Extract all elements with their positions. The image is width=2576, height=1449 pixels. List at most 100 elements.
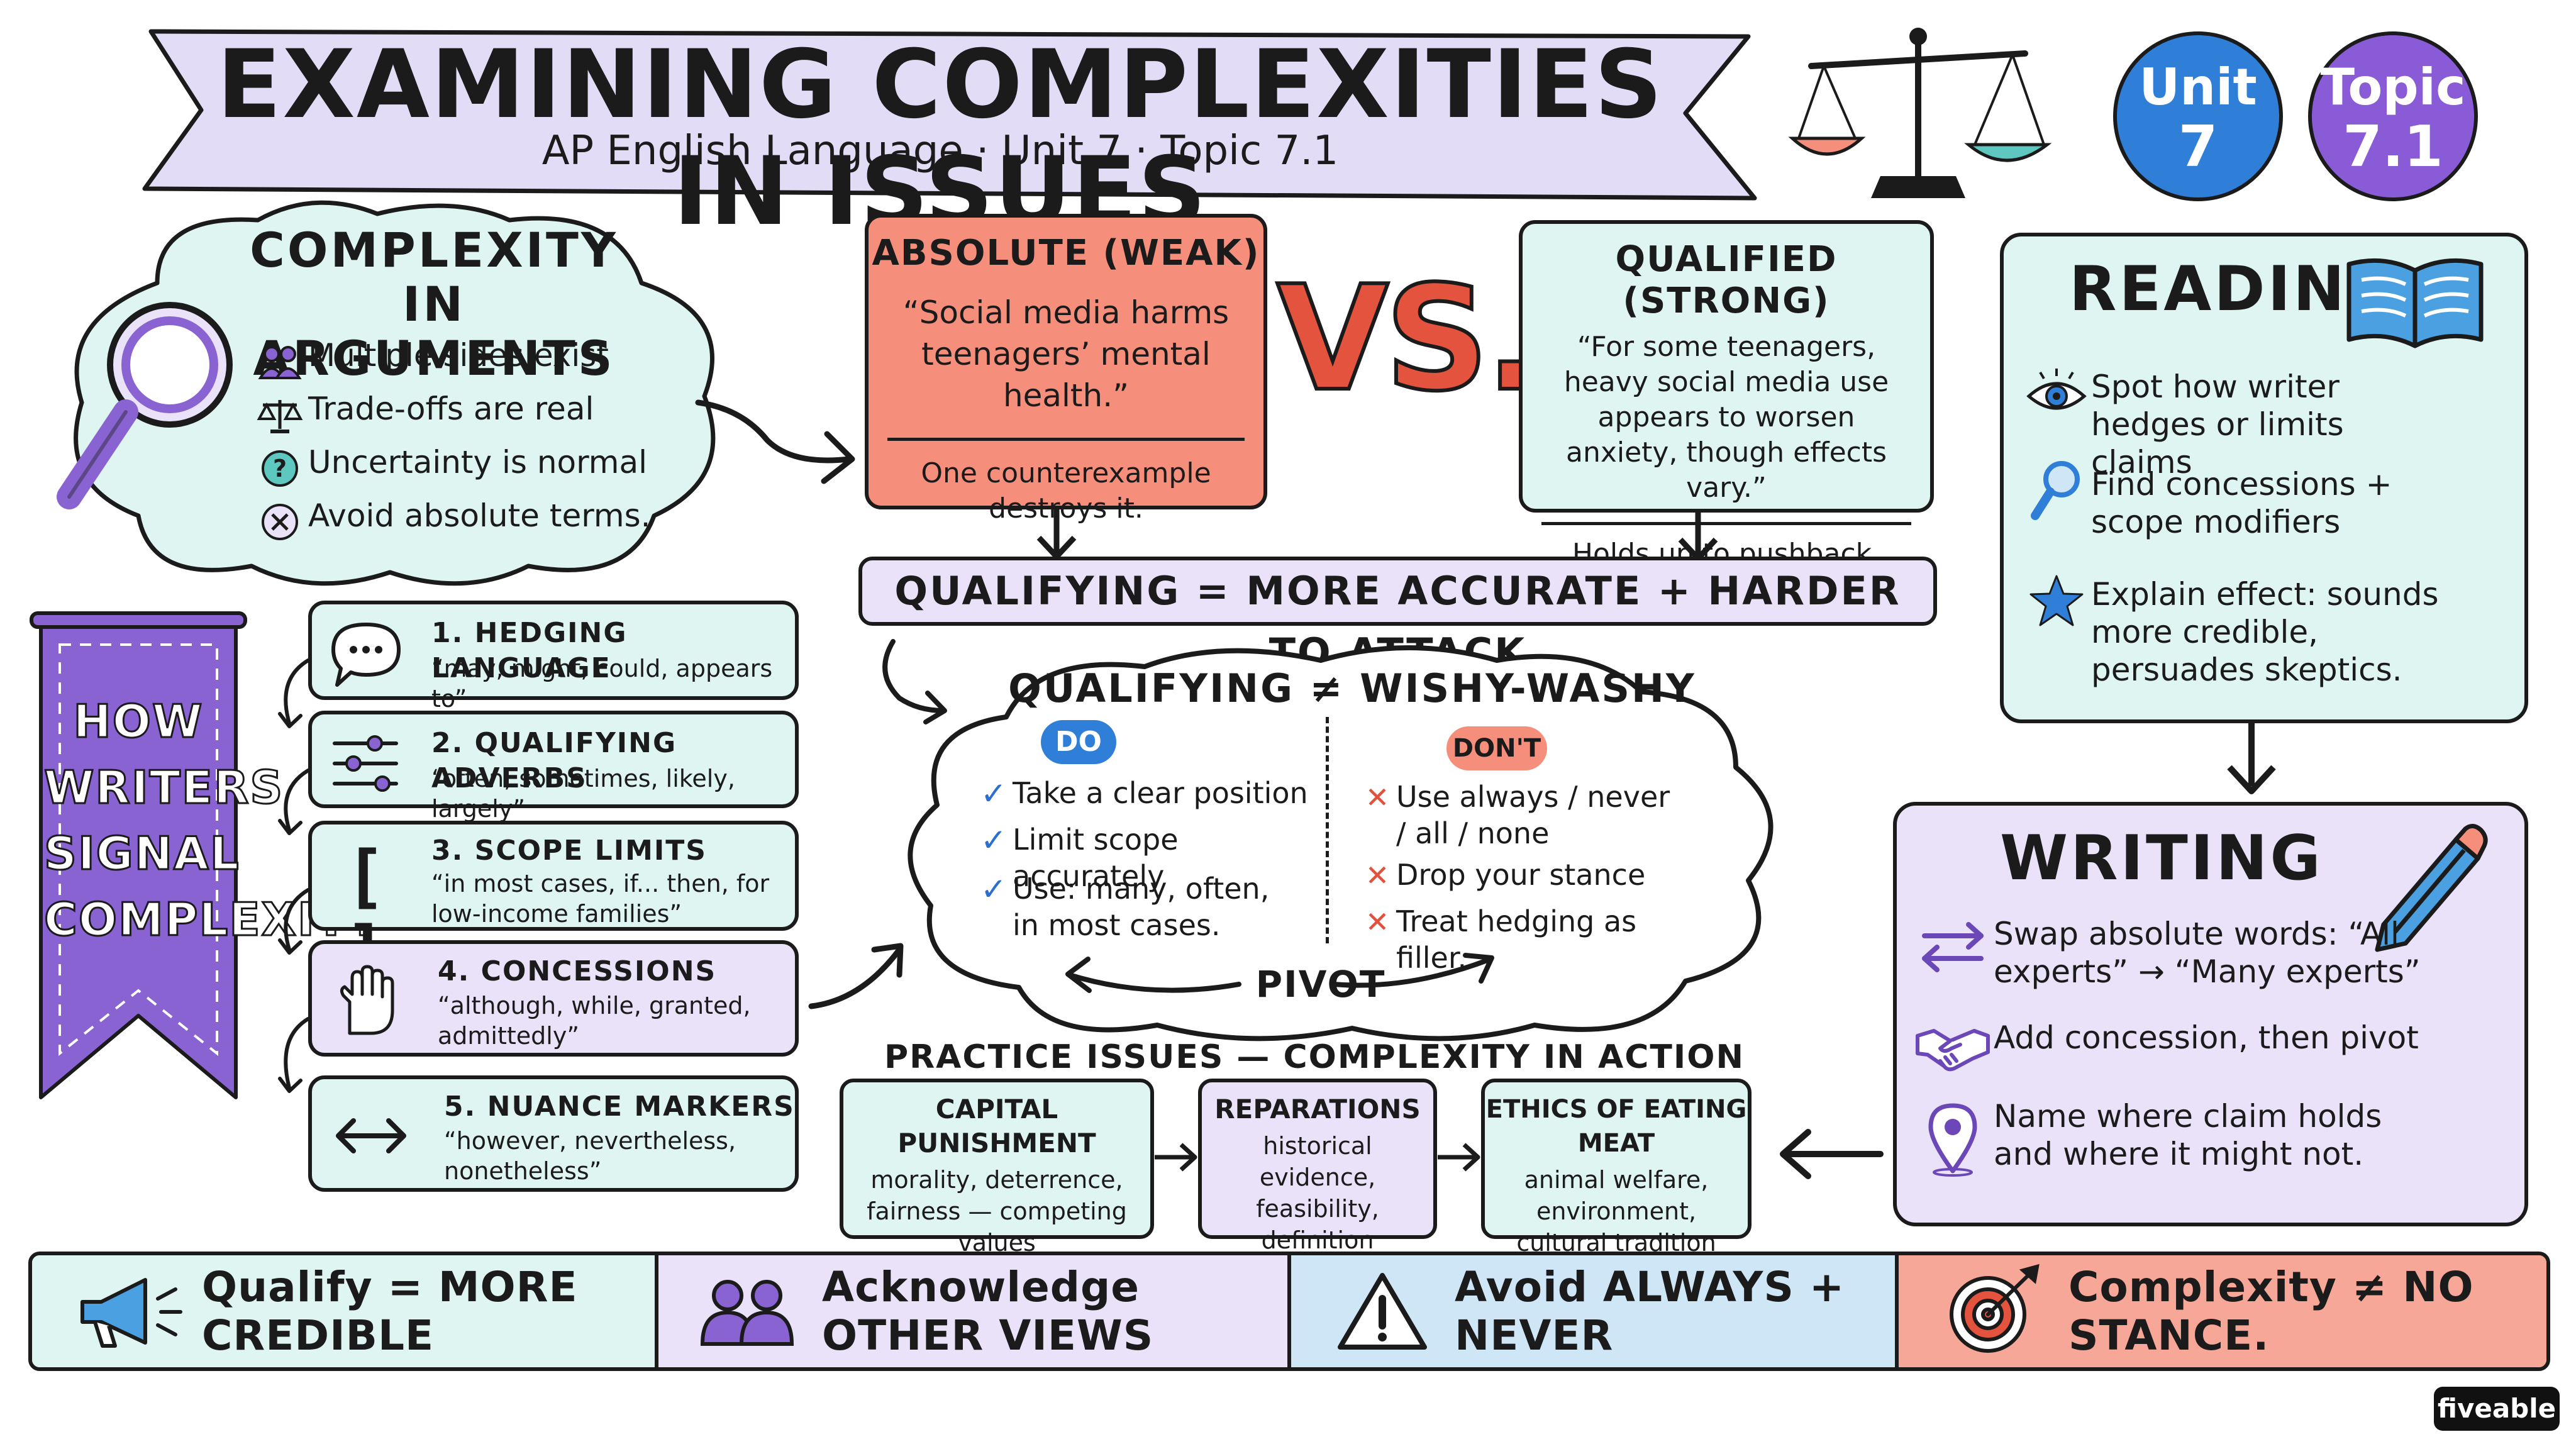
balance-scale-icon bbox=[1788, 28, 2052, 198]
complexity-item: Avoid absolute terms. bbox=[252, 497, 692, 547]
signal-card: 5. NUANCE MARKERS “however, nevertheless… bbox=[308, 1075, 799, 1192]
do-pill: DO bbox=[1041, 720, 1116, 764]
unit-badge-value: 7 bbox=[2178, 114, 2218, 180]
absolute-divider bbox=[887, 438, 1245, 441]
megaphone-icon bbox=[70, 1270, 183, 1352]
practice-card-title: REPARATIONS bbox=[1214, 1094, 1421, 1124]
signal-examples: “although, while, granted, admittedly” bbox=[438, 992, 751, 1050]
signal-title: 4. CONCESSIONS bbox=[438, 955, 717, 987]
signal-title: 5. NUANCE MARKERS bbox=[444, 1091, 795, 1123]
signal-card: 1. HEDGING LANGUAGE “may, might, could, … bbox=[308, 601, 799, 713]
question-icon: ? bbox=[252, 443, 308, 494]
star-icon bbox=[2022, 575, 2091, 626]
reading-item: Explain effect: sounds more credible, pe… bbox=[2022, 575, 2512, 689]
complexity-item-text: Trade-offs are real bbox=[308, 391, 594, 427]
signals-connector-arrows bbox=[278, 658, 310, 1093]
dont-item-text: Drop your stance bbox=[1396, 858, 1646, 892]
complexity-item-text: Multiple sides exist bbox=[308, 337, 609, 374]
footer-strip: Qualify = MORE CREDIBLE Acknowledge OTHE… bbox=[28, 1252, 2550, 1371]
practice-card-text: morality, deterrence, fairness — competi… bbox=[867, 1166, 1127, 1257]
arrow-equation-to-cloud bbox=[882, 639, 947, 724]
signal-examples: “often, sometimes, likely, largely” bbox=[431, 765, 735, 823]
do-item-text: Limit scope accurately bbox=[1013, 823, 1179, 893]
signal-title: 2. QUALIFYING ADVERBS bbox=[431, 727, 677, 794]
signal-card: 2. QUALIFYING ADVERBS “often, sometimes,… bbox=[308, 711, 799, 823]
check-icon: ✓ bbox=[980, 822, 1007, 858]
complexity-cloud-shape bbox=[74, 200, 716, 586]
arrow-practice-2 bbox=[1438, 1143, 1480, 1172]
footer-cell: Avoid ALWAYS + NEVER bbox=[1291, 1255, 1899, 1367]
writing-item: Name where claim holds and where it migh… bbox=[1912, 1097, 2516, 1179]
x-mark-icon: ✕ bbox=[1365, 905, 1390, 939]
do-item-text: Take a clear position bbox=[1013, 776, 1308, 810]
location-pin-icon bbox=[1912, 1097, 1994, 1179]
topic-badge: Topic 7.1 bbox=[2308, 31, 2478, 201]
signals-banner-text: HOW WRITERS SIGNAL COMPLEXITY bbox=[43, 694, 382, 947]
check-icon: ✓ bbox=[980, 871, 1007, 908]
arrow-concessions-to-cloud bbox=[808, 943, 904, 1009]
signal-card: 4. CONCESSIONS “although, while, granted… bbox=[308, 940, 799, 1057]
footer-cell: Acknowledge OTHER VIEWS bbox=[658, 1255, 1291, 1367]
page-subtitle: AP English Language · Unit 7 · Topic 7.1 bbox=[541, 128, 1339, 174]
open-book-icon bbox=[2346, 258, 2484, 348]
people-icon bbox=[252, 336, 308, 387]
magnifier-icon bbox=[57, 302, 233, 509]
qualified-title: QUALIFIED (STRONG) bbox=[1615, 239, 1838, 321]
writing-item: Swap absolute words: “All experts” → “Ma… bbox=[1912, 915, 2516, 991]
signal-examples: “however, nevertheless, nonetheless” bbox=[444, 1127, 736, 1185]
hand-icon bbox=[331, 964, 400, 1040]
eye-icon bbox=[2022, 368, 2091, 418]
practice-card: CAPITAL PUNISHMENT morality, deterrence,… bbox=[840, 1079, 1154, 1257]
absolute-quote: “Social media harms teenagers’ mental he… bbox=[902, 294, 1230, 414]
x-mark-icon: ✕ bbox=[1365, 858, 1390, 892]
signal-title: 1. HEDGING LANGUAGE bbox=[431, 617, 628, 684]
practice-title: PRACTICE ISSUES — COMPLEXITY IN ACTION bbox=[884, 1038, 1745, 1076]
double-arrow-icon bbox=[333, 1111, 409, 1161]
writing-item-text: Add concession, then pivot bbox=[1994, 1019, 2419, 1056]
reading-item: Find concessions + scope modifiers bbox=[2022, 461, 2512, 541]
qualified-quote: “For some teenagers, heavy social media … bbox=[1563, 331, 1889, 504]
reading-item-text: Explain effect: sounds more credible, pe… bbox=[2091, 576, 2439, 688]
dont-item: ✕ Use always / never / all / none bbox=[1358, 779, 1711, 852]
writing-card bbox=[1893, 802, 2528, 1226]
x-mark-icon: ✕ bbox=[1365, 780, 1390, 814]
scale-icon bbox=[252, 390, 308, 440]
complexity-item: Trade-offs are real bbox=[252, 390, 692, 440]
footer-text: Avoid ALWAYS + NEVER bbox=[1455, 1263, 1845, 1360]
footer-text: Acknowledge OTHER VIEWS bbox=[822, 1263, 1154, 1360]
signal-examples: “may, might, could, appears to” bbox=[431, 655, 773, 713]
arrow-down-left bbox=[1036, 509, 1077, 560]
complexity-item: Multiple sides exist bbox=[252, 336, 692, 387]
topic-badge-value: 7.1 bbox=[2343, 114, 2443, 180]
arrow-to-absolute bbox=[695, 399, 855, 484]
writing-item: Add concession, then pivot bbox=[1912, 1019, 2516, 1075]
unit-badge-label: Unit bbox=[2139, 58, 2257, 116]
reading-item-text: Find concessions + scope modifiers bbox=[2091, 466, 2392, 540]
practice-card: ETHICS OF EATING MEAT animal welfare, en… bbox=[1481, 1079, 1752, 1257]
practice-card-text: animal welfare, environment, cultural tr… bbox=[1516, 1166, 1716, 1257]
signal-title: 3. SCOPE LIMITS bbox=[431, 835, 707, 867]
footer-cell: Qualify = MORE CREDIBLE bbox=[32, 1255, 658, 1367]
writing-item-text: Swap absolute words: “All experts” → “Ma… bbox=[1994, 916, 2421, 990]
swap-icon bbox=[1912, 915, 1994, 978]
reading-item: Spot how writer hedges or limits claims bbox=[2022, 368, 2512, 481]
dont-pill: DON'T bbox=[1446, 726, 1547, 770]
footer-text: Complexity ≠ NO STANCE. bbox=[2068, 1263, 2474, 1360]
arrow-writing-to-practice bbox=[1780, 1129, 1884, 1179]
magnifier-icon bbox=[2022, 461, 2091, 520]
complexity-item-text: Avoid absolute terms. bbox=[308, 497, 651, 534]
target-icon bbox=[1943, 1263, 2043, 1358]
absolute-title: ABSOLUTE (WEAK) bbox=[872, 233, 1260, 274]
reading-item-text: Spot how writer hedges or limits claims bbox=[2091, 369, 2344, 480]
vs-label: VS. bbox=[1275, 255, 1542, 423]
sliders-icon bbox=[331, 732, 400, 795]
x-circle-icon bbox=[252, 497, 308, 547]
pivot-label: PIVOT bbox=[1255, 963, 1386, 1006]
practice-card: REPARATIONS historical evidence, feasibi… bbox=[1198, 1079, 1437, 1285]
equation-bar: QUALIFYING = MORE ACCURATE + HARDER TO A… bbox=[858, 557, 1937, 675]
qualified-divider bbox=[1541, 522, 1911, 525]
do-item: ✓ Limit scope accurately bbox=[975, 821, 1314, 894]
dont-item: ✕ Drop your stance bbox=[1358, 857, 1711, 894]
handshake-icon bbox=[1912, 1019, 1994, 1075]
do-dont-divider bbox=[1326, 717, 1329, 943]
